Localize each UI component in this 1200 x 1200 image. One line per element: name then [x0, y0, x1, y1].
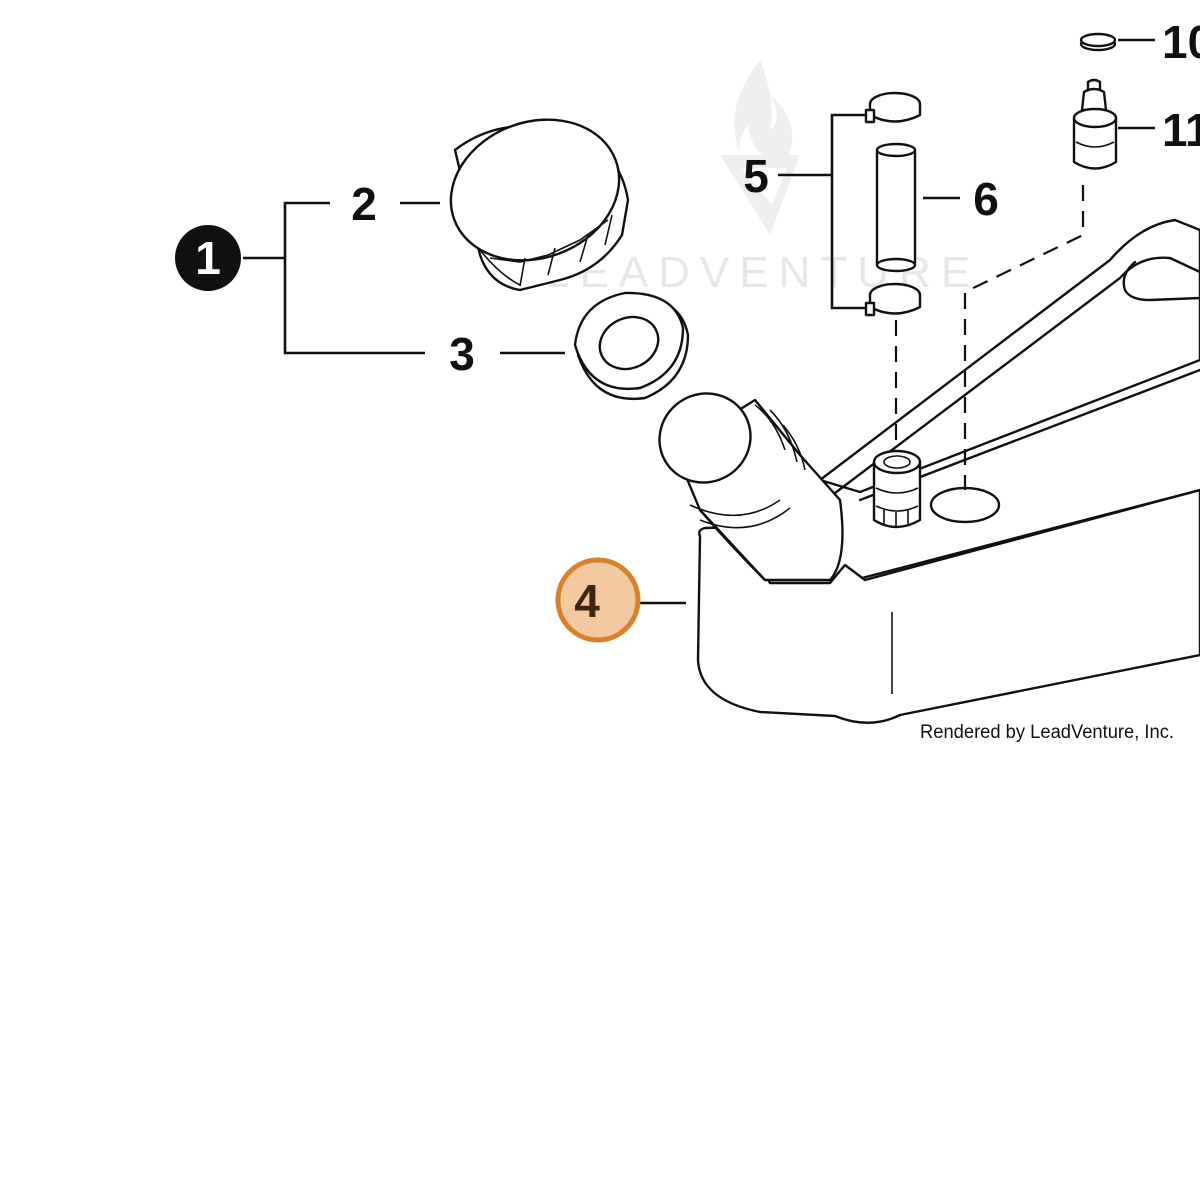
- credit-text: Rendered by LeadVenture, Inc.: [920, 722, 1174, 743]
- highlight-circle: [555, 557, 641, 643]
- callout-1-label: 1: [195, 232, 221, 284]
- part-ring: [1079, 32, 1117, 52]
- callout-3-label[interactable]: 3: [449, 328, 475, 380]
- callout-2-label[interactable]: 2: [351, 178, 377, 230]
- callout-4-label: 4: [574, 575, 600, 627]
- leader-lines: [243, 38, 1155, 605]
- part-clamp-bottom: [864, 282, 922, 317]
- watermark-flame-logo: [720, 60, 800, 235]
- part-tank: [658, 218, 1200, 724]
- callout-6-label[interactable]: 6: [973, 173, 999, 225]
- callout-1[interactable]: 1: [175, 225, 241, 291]
- callout-11-label[interactable]: 11: [1162, 104, 1200, 156]
- part-cap: [449, 118, 630, 292]
- tank-fitting: [872, 449, 922, 529]
- filler-neck: [658, 392, 844, 582]
- part-fitting: [1072, 78, 1118, 170]
- callout-10-label[interactable]: 10: [1162, 16, 1200, 68]
- part-hose: [875, 142, 917, 273]
- part-gasket: [573, 291, 690, 401]
- part-clamp-top: [864, 91, 922, 124]
- assembly-lines: [894, 185, 1085, 490]
- callout-4-highlight[interactable]: 4: [555, 557, 641, 643]
- callout-5-label[interactable]: 5: [743, 150, 769, 202]
